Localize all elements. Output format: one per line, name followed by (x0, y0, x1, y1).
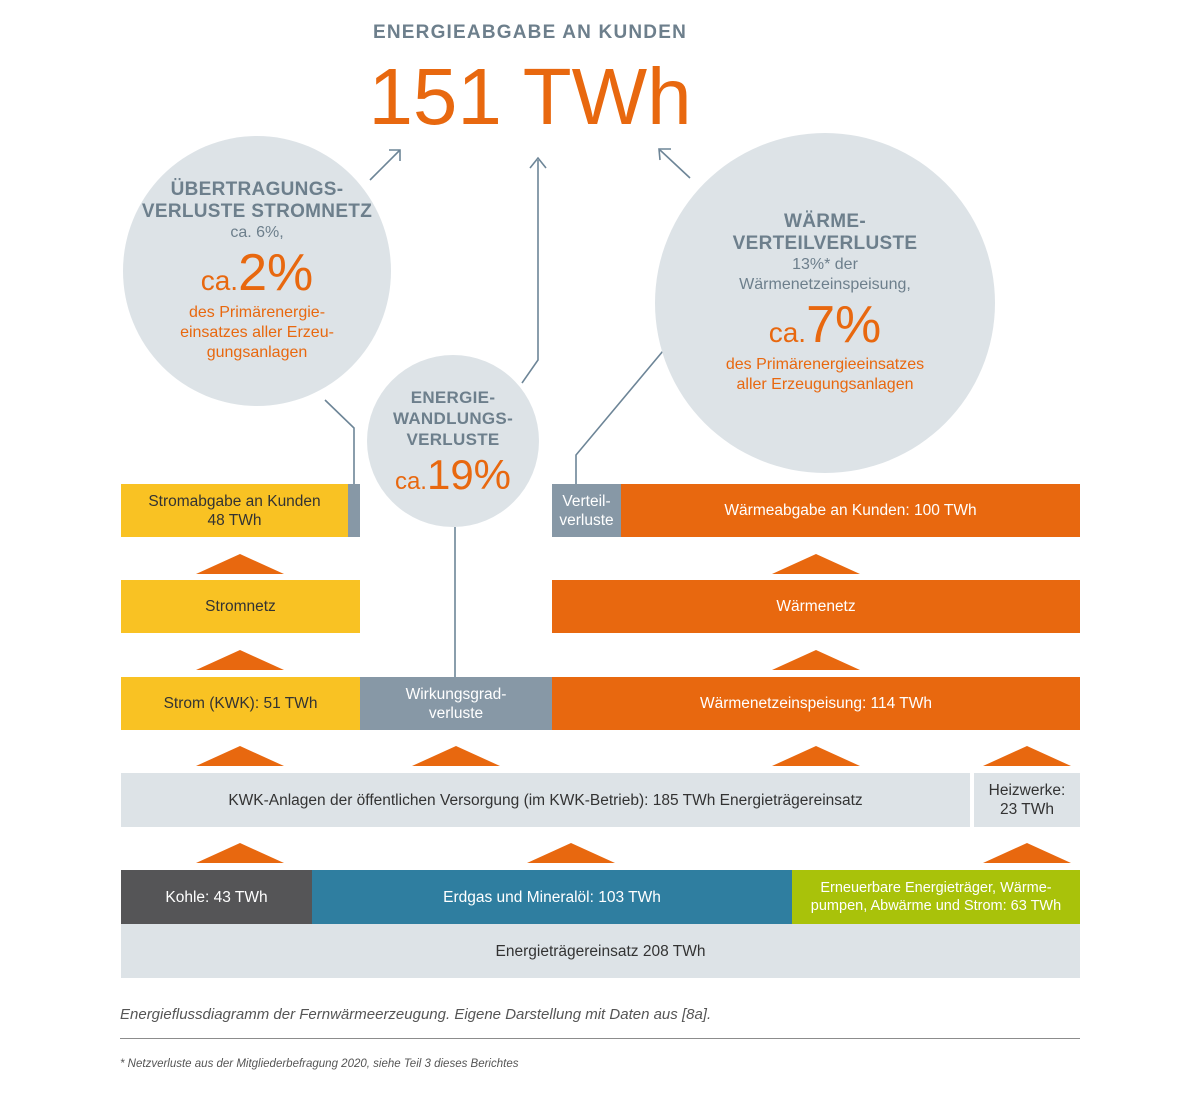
arrow-transmission-line (369, 149, 401, 181)
flow-arrow-chp-1 (196, 746, 284, 766)
heat-feed-in-bar: Wärmenetzeinspeisung: 114 TWh (552, 677, 1080, 730)
heat-pct: 7% (806, 296, 882, 354)
figure-caption: Energieflussdiagramm der Fernwärmeerzeug… (120, 1006, 712, 1023)
flow-arrow-chp-2 (412, 746, 500, 766)
conversion-ca: ca. (394, 467, 427, 495)
heat-loss-value: ca.7% (769, 299, 882, 351)
arrow-transmission-head (389, 149, 401, 161)
heat-ca: ca. (768, 317, 807, 348)
diagram-title: ENERGIEABGABE AN KUNDEN (372, 22, 688, 43)
distribution-losses-bar: Verteil- verluste (552, 484, 621, 537)
transmission-loss-sliver (348, 484, 360, 537)
flow-arrow-heat-2 (772, 650, 860, 670)
transmission-ca: ca. (200, 265, 239, 296)
flow-arrow-electricity-1 (196, 554, 284, 574)
heat-to-customers-bar: Wärmeabgabe an Kunden: 100 TWh (621, 484, 1080, 537)
arrow-heat-head (658, 148, 671, 161)
renewables-bar: Erneuerbare Energieträger, Wärme- pumpen… (792, 870, 1080, 924)
footnote: * Netzverluste aus der Mitgliederbefragu… (120, 1058, 519, 1070)
conversion-loss-circle: ENERGIE- WANDLUNGS- VERLUSTE ca.19% (367, 355, 539, 527)
flow-arrow-source-1 (196, 843, 284, 863)
chp-plants-bar: KWK-Anlagen der öffentlichen Versorgung … (121, 773, 970, 827)
coal-bar: Kohle: 43 TWh (121, 870, 312, 924)
conversion-loss-title: ENERGIE- WANDLUNGS- VERLUSTE (392, 387, 514, 449)
heat-loss-subtitle: 13%* der Wärmenetzeinspeisung, (739, 256, 911, 293)
gas-oil-bar: Erdgas und Mineralöl: 103 TWh (312, 870, 792, 924)
flow-arrow-heating-plants (983, 746, 1071, 766)
transmission-loss-subtitle: ca. 6%, (230, 224, 284, 241)
heat-loss-title: WÄRME- VERTEILVERLUSTE (732, 211, 918, 254)
transmission-loss-value: ca.2% (201, 247, 314, 299)
power-grid-bar: Stromnetz (121, 580, 360, 633)
arrow-conversion-head (529, 156, 547, 169)
flow-arrow-source-3 (983, 843, 1071, 863)
heating-plants-bar: Heizwerke: 23 TWh (974, 773, 1080, 827)
arrow-heat-line (659, 149, 691, 179)
transmission-loss-title: ÜBERTRAGUNGS- VERLUSTE STROMNETZ (141, 179, 373, 222)
arrow-conversion-line (521, 160, 539, 384)
transmission-loss-connector (324, 399, 355, 484)
caption-divider (120, 1038, 1080, 1039)
conversion-pct: 19% (426, 450, 512, 498)
efficiency-losses-bar: Wirkungsgrad- verluste (360, 677, 552, 730)
flow-arrow-heat-1 (772, 554, 860, 574)
electricity-to-customers-bar: Stromabgabe an Kunden 48 TWh (121, 484, 348, 537)
transmission-pct: 2% (238, 244, 314, 302)
transmission-loss-circle: ÜBERTRAGUNGS- VERLUSTE STROMNETZ ca. 6%,… (123, 136, 391, 406)
heat-loss-description: des Primärenergieeinsatzes aller Erzeugu… (725, 356, 925, 393)
conversion-loss-value: ca.19% (394, 450, 512, 498)
heat-distribution-loss-circle: WÄRME- VERTEILVERLUSTE 13%* der Wärmenet… (655, 133, 995, 473)
flow-arrow-chp-3 (772, 746, 860, 766)
heat-loss-connector (575, 344, 669, 484)
total-delivered-energy: 151 TWh (368, 52, 692, 141)
flow-arrow-electricity-2 (196, 650, 284, 670)
flow-arrow-source-2 (527, 843, 615, 863)
transmission-loss-description: des Primärenergie- einsatzes aller Erzeu… (180, 304, 334, 361)
heat-grid-bar: Wärmenetz (552, 580, 1080, 633)
chp-electricity-bar: Strom (KWK): 51 TWh (121, 677, 360, 730)
total-energy-input-bar: Energieträgereinsatz 208 TWh (121, 924, 1080, 978)
